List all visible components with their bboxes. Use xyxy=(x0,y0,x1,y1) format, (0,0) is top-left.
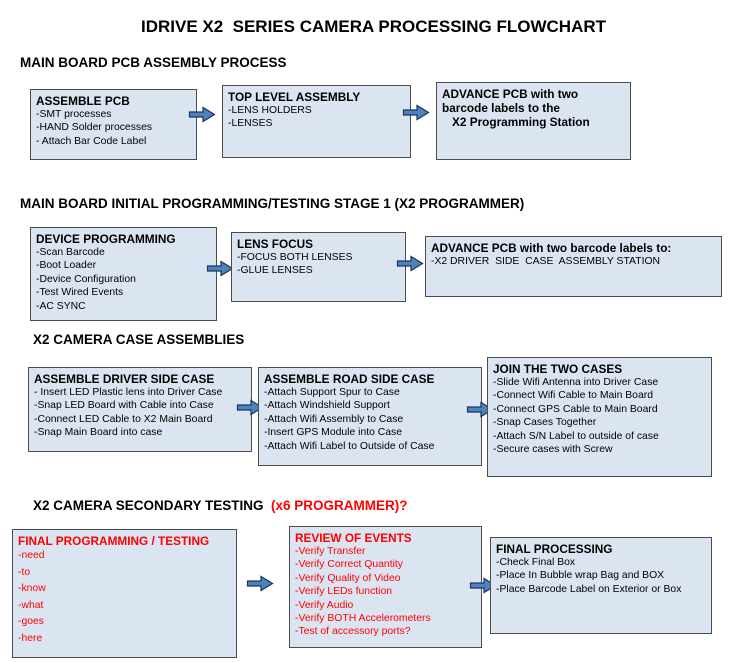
box-item: -Boot Loader xyxy=(36,260,97,272)
box-item: -Connect Wifi Cable to Main Board xyxy=(493,390,653,402)
flow-box-final-programming-testing: FINAL PROGRAMMING / TESTING -need -to -k… xyxy=(12,529,237,658)
box-item: -Place In Bubble wrap Bag and BOX xyxy=(496,570,665,582)
box-item: -Verify BOTH Accelerometers xyxy=(295,613,431,625)
box-item: -Snap Cases Together xyxy=(493,417,597,429)
box-item: -Test Wired Events xyxy=(36,287,124,299)
box-item: -LENS HOLDERS xyxy=(228,105,312,116)
flow-arrow-icon xyxy=(469,577,497,594)
box-item: -LENSES xyxy=(228,118,273,130)
box-item: - Attach Bar Code Label xyxy=(36,135,147,147)
box-item: -Attach S/N Label to outside of case xyxy=(493,430,659,442)
box-item: -Connect LED Cable to X2 Main Board xyxy=(34,413,213,425)
flow-box-advance-pcb-programming: ADVANCE PCB with two barcode labels to t… xyxy=(436,82,631,160)
flow-arrow-icon xyxy=(236,399,264,416)
box-item: -Verify Audio xyxy=(295,599,354,611)
box-item: -AC SYNC xyxy=(36,300,86,312)
box-title: DEVICE PROGRAMMING xyxy=(36,232,176,246)
box-item: -Attach Wifi Assembly to Case xyxy=(264,413,404,425)
box-item: -Verify Quality of Video xyxy=(295,572,401,584)
flow-arrow-icon xyxy=(206,260,234,277)
box-title: ASSEMBLE ROAD SIDE CASE xyxy=(264,372,435,386)
flow-box-lens-focus: LENS FOCUS -FOCUS BOTH LENSES -GLUE LENS… xyxy=(231,232,406,302)
flow-box-device-programming: DEVICE PROGRAMMING -Scan Barcode -Boot L… xyxy=(30,227,217,321)
box-item: -to xyxy=(18,566,31,578)
box-item: -Snap Main Board into case xyxy=(34,427,163,439)
box-item: -X2 DRIVER SIDE CASE ASSEMBLY STATION xyxy=(431,256,661,267)
section-heading-case-assemblies: X2 CAMERA CASE ASSEMBLIES xyxy=(33,332,245,347)
page-title: IDRIVE X2 SERIES CAMERA PROCESSING FLOWC… xyxy=(140,17,607,36)
box-title: TOP LEVEL ASSEMBLY xyxy=(228,90,361,104)
flow-box-top-level-assembly: TOP LEVEL ASSEMBLY -LENS HOLDERS -LENSES xyxy=(222,85,411,158)
box-item: -goes xyxy=(18,616,44,627)
box-item: -Attach Wifi Label to Outside of Case xyxy=(264,440,435,452)
box-item: -Place Barcode Label on Exterior or Box xyxy=(496,583,682,595)
box-item: -Snap LED Board with Cable into Case xyxy=(34,400,214,412)
flow-arrow-icon xyxy=(246,575,274,592)
box-item: -Insert GPS Module into Case xyxy=(264,427,403,439)
box-item: -Test of accessory ports? xyxy=(295,626,411,638)
box-title-line: X2 Programming Station xyxy=(452,115,590,129)
box-item: -Device Configuration xyxy=(36,273,136,285)
box-item: -SMT processes xyxy=(36,109,112,120)
section-heading-text: X2 CAMERA SECONDARY TESTING xyxy=(33,498,268,513)
flow-box-assemble-road-side-case: ASSEMBLE ROAD SIDE CASE -Attach Support … xyxy=(258,367,482,466)
flow-arrow-icon xyxy=(402,104,430,121)
flow-box-assemble-pcb: ASSEMBLE PCB -SMT processes -HAND Solder… xyxy=(30,89,197,160)
section-heading-initial-programming: MAIN BOARD INITIAL PROGRAMMING/TESTING S… xyxy=(20,196,525,211)
box-item: -Verify Correct Quantity xyxy=(295,559,403,571)
box-title: JOIN THE TWO CASES xyxy=(493,362,623,376)
box-title: ADVANCE PCB with two barcode labels to t… xyxy=(442,87,579,115)
box-item: - Insert LED Plastic lens into Driver Ca… xyxy=(34,387,223,398)
box-item: -need xyxy=(18,550,45,561)
box-item: -Verify LEDs function xyxy=(295,586,393,598)
box-item: -HAND Solder processes xyxy=(36,122,153,134)
box-item: -here xyxy=(18,632,43,644)
flow-arrow-icon xyxy=(466,401,494,418)
flow-arrow-icon xyxy=(188,106,216,123)
flow-box-assemble-driver-side-case: ASSEMBLE DRIVER SIDE CASE - Insert LED P… xyxy=(28,367,252,452)
box-item: -Scan Barcode xyxy=(36,247,105,258)
box-title: ADVANCE PCB with two barcode labels to: xyxy=(431,241,672,255)
section-heading-secondary-testing: X2 CAMERA SECONDARY TESTING (x6 PROGRAMM… xyxy=(33,498,408,513)
section-heading-pcb-assembly: MAIN BOARD PCB ASSEMBLY PROCESS xyxy=(20,55,287,70)
section-heading-suffix: (x6 PROGRAMMER)? xyxy=(267,498,408,513)
box-item: -FOCUS BOTH LENSES xyxy=(237,252,353,263)
box-item: -Check Final Box xyxy=(496,557,576,568)
box-item: -GLUE LENSES xyxy=(237,265,313,277)
box-item: -Attach Windshield Support xyxy=(264,400,390,412)
box-title: ASSEMBLE DRIVER SIDE CASE xyxy=(34,372,215,386)
flow-box-review-of-events: REVIEW OF EVENTS -Verify Transfer -Verif… xyxy=(289,526,482,648)
box-title: LENS FOCUS xyxy=(237,237,314,251)
box-item: -Secure cases with Screw xyxy=(493,444,613,456)
box-item: -what xyxy=(18,599,44,611)
box-title: REVIEW OF EVENTS xyxy=(295,531,412,545)
box-item: -Verify Transfer xyxy=(295,546,366,557)
box-item: -Attach Support Spur to Case xyxy=(264,387,400,398)
box-item: -Slide Wifi Antenna into Driver Case xyxy=(493,377,659,388)
box-title: FINAL PROGRAMMING / TESTING xyxy=(18,534,210,548)
flow-box-advance-pcb-case-assembly: ADVANCE PCB with two barcode labels to: … xyxy=(425,236,722,297)
flow-arrow-icon xyxy=(396,255,424,272)
box-item: -know xyxy=(18,583,46,594)
flow-box-join-two-cases: JOIN THE TWO CASES -Slide Wifi Antenna i… xyxy=(487,357,712,477)
box-title: FINAL PROCESSING xyxy=(496,542,613,556)
flow-box-final-processing: FINAL PROCESSING -Check Final Box -Place… xyxy=(490,537,712,634)
box-item: -Connect GPS Cable to Main Board xyxy=(493,403,658,415)
box-title: ASSEMBLE PCB xyxy=(36,94,130,108)
